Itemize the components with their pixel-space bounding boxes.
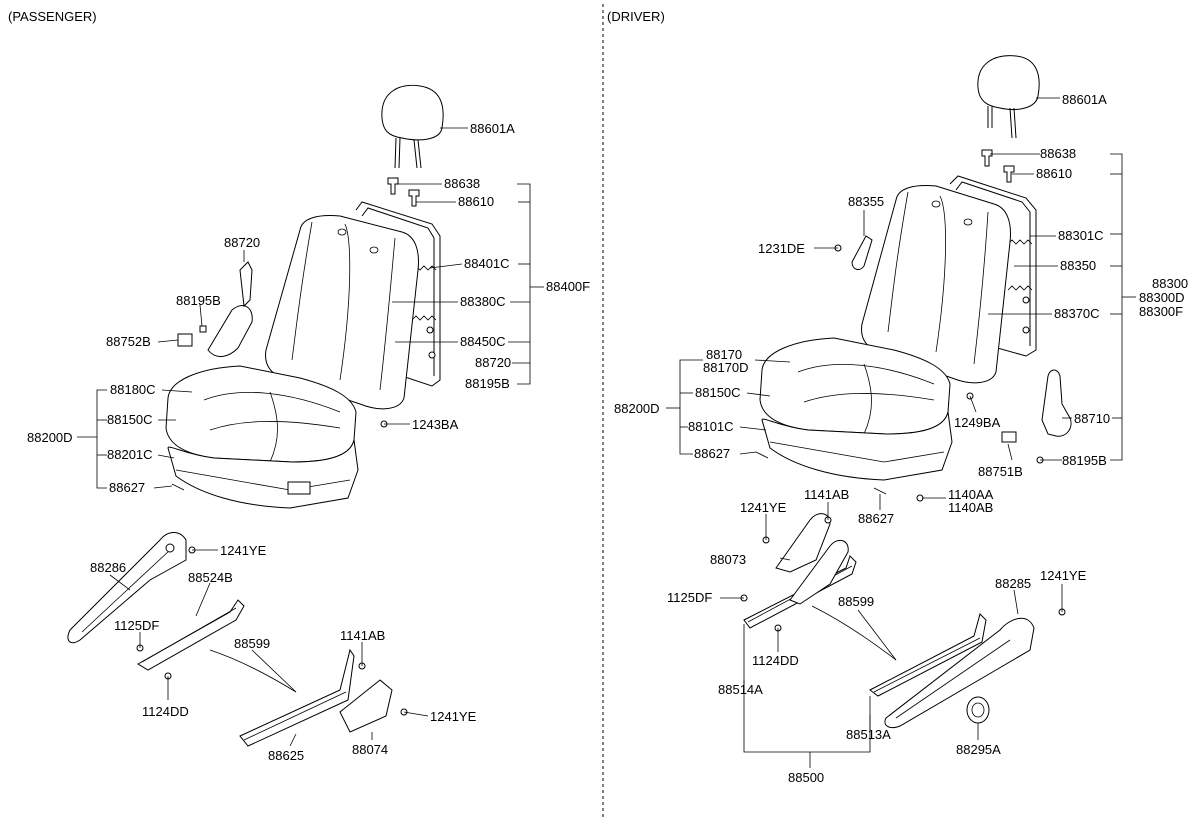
label-1241YE: 1241YE: [740, 500, 787, 515]
label-88601A: 88601A: [1062, 92, 1107, 107]
label-88286: 88286: [90, 560, 126, 575]
driver-recliner-lever: [1001, 369, 1072, 443]
driver-bracket-88355: [851, 235, 873, 270]
label-88195B: 88195B: [176, 293, 221, 308]
driver-headrest-guides: [981, 149, 1015, 183]
driver-headrest: [977, 55, 1040, 139]
label-1124DD: 1124DD: [752, 653, 799, 668]
passenger-headrest-guides: [387, 177, 420, 207]
label-88599: 88599: [234, 636, 270, 651]
label-88751B: 88751B: [978, 464, 1023, 479]
label-88610: 88610: [1036, 166, 1072, 181]
label-88627-track: 88627: [858, 511, 894, 526]
driver-recliner-cover: [884, 617, 1035, 729]
label-88401C: 88401C: [464, 256, 510, 271]
label-88195B: 88195B: [1062, 453, 1107, 468]
label-1241YE: 1241YE: [220, 543, 267, 558]
label-88400F: 88400F: [546, 279, 590, 294]
passenger-seatback: [265, 215, 419, 410]
label-88710: 88710: [1074, 411, 1110, 426]
label-88150C: 88150C: [107, 412, 153, 427]
passenger-side-cover: [177, 261, 253, 357]
label-1140AA: 1140AA: [948, 487, 994, 502]
label-88074: 88074: [352, 742, 388, 757]
driver-section-title: (DRIVER): [607, 9, 665, 24]
label-88295A: 88295A: [956, 742, 1001, 757]
label-1231DE: 1231DE: [758, 241, 805, 256]
label-88627: 88627: [109, 480, 145, 495]
driver-part-labels: 88601A 88638 88610 88355 1231DE 88301C 8…: [614, 92, 1188, 785]
driver-knob-88295A: [966, 696, 990, 724]
label-88301C: 88301C: [1058, 228, 1104, 243]
passenger-headrest: [381, 84, 444, 169]
passenger-seat-tracks: [137, 599, 393, 747]
label-88638: 88638: [1040, 146, 1076, 161]
label-1241YE-2: 1241YE: [1040, 568, 1087, 583]
passenger-seatback-frame: [355, 201, 441, 387]
label-88627-seat: 88627: [694, 446, 730, 461]
label-88500: 88500: [788, 770, 824, 785]
label-88625: 88625: [268, 748, 304, 763]
passenger-part-labels: 88601A 88638 88610 88401C 88380C 88450C …: [27, 121, 590, 763]
driver-seatback-frame: [949, 175, 1037, 357]
label-88300F: 88300F: [1139, 304, 1183, 319]
label-88752B: 88752B: [106, 334, 151, 349]
label-88720: 88720: [224, 235, 260, 250]
label-1141AB: 1141AB: [804, 487, 849, 502]
label-88380C: 88380C: [460, 294, 506, 309]
label-88720-frame: 88720: [475, 355, 511, 370]
label-88599: 88599: [838, 594, 874, 609]
label-88370C: 88370C: [1054, 306, 1100, 321]
label-1140AB: 1140AB: [948, 500, 993, 515]
passenger-section-title: (PASSENGER): [8, 9, 97, 24]
label-88300: 88300: [1152, 276, 1188, 291]
label-88150C: 88150C: [695, 385, 741, 400]
driver-seatback: [861, 185, 1011, 384]
driver-seat-tracks: [743, 513, 987, 697]
label-1241YE-2: 1241YE: [430, 709, 477, 724]
label-88101C: 88101C: [688, 419, 734, 434]
label-1141AB: 1141AB: [340, 628, 385, 643]
label-88355: 88355: [848, 194, 884, 209]
label-1243BA: 1243BA: [412, 417, 459, 432]
label-1125DF: 1125DF: [667, 590, 712, 605]
label-88200D: 88200D: [614, 401, 660, 416]
label-88514A: 88514A: [718, 682, 763, 697]
label-1125DF: 1125DF: [114, 618, 159, 633]
label-88195B-frame: 88195B: [465, 376, 510, 391]
label-88524B: 88524B: [188, 570, 233, 585]
label-1249BA: 1249BA: [954, 415, 1001, 430]
passenger-seat-cushion: [165, 365, 359, 509]
label-1124DD: 1124DD: [142, 704, 189, 719]
label-88073: 88073: [710, 552, 746, 567]
label-88513A: 88513A: [846, 727, 891, 742]
label-88350: 88350: [1060, 258, 1096, 273]
label-88285: 88285: [995, 576, 1031, 591]
driver-seat-cushion: [759, 337, 953, 481]
label-88200D: 88200D: [27, 430, 73, 445]
label-88601A: 88601A: [470, 121, 515, 136]
label-88180C: 88180C: [110, 382, 156, 397]
label-88638: 88638: [444, 176, 480, 191]
passenger-leader-lines: [77, 127, 544, 747]
label-88300D: 88300D: [1139, 290, 1185, 305]
label-88170: 88170: [706, 347, 742, 362]
driver-leader-lines: [666, 97, 1136, 768]
label-88170D: 88170D: [703, 360, 749, 375]
label-88201C: 88201C: [107, 447, 153, 462]
label-88450C: 88450C: [460, 334, 506, 349]
label-88610: 88610: [458, 194, 494, 209]
